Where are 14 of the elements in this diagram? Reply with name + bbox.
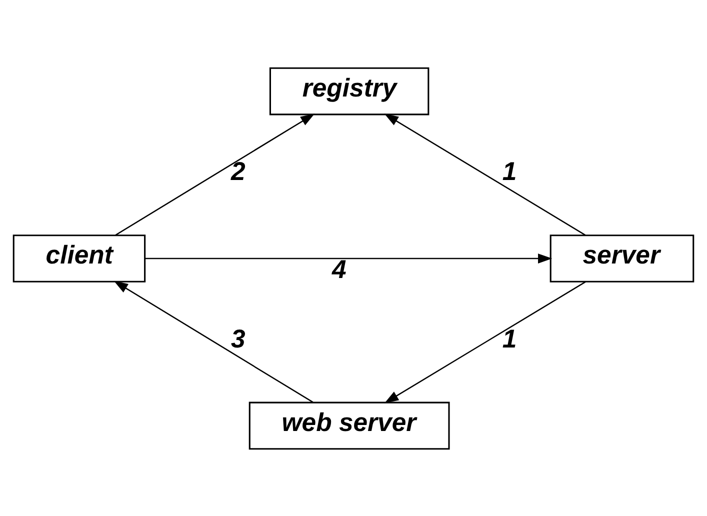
node-box: client <box>12 234 146 282</box>
arrow <box>114 280 314 402</box>
node-box: web server <box>248 401 450 450</box>
node-box: registry <box>269 66 430 115</box>
edge-label: 1 <box>502 324 517 353</box>
arrow <box>144 253 552 263</box>
arrow <box>115 113 315 236</box>
edge-label: 2 <box>230 158 246 186</box>
edge-label: 3 <box>230 324 246 353</box>
edge-label: 4 <box>332 255 346 284</box>
arrow <box>384 280 586 403</box>
node-box: server <box>550 234 694 282</box>
arrow <box>384 113 586 236</box>
edge-label: 1 <box>502 158 517 186</box>
